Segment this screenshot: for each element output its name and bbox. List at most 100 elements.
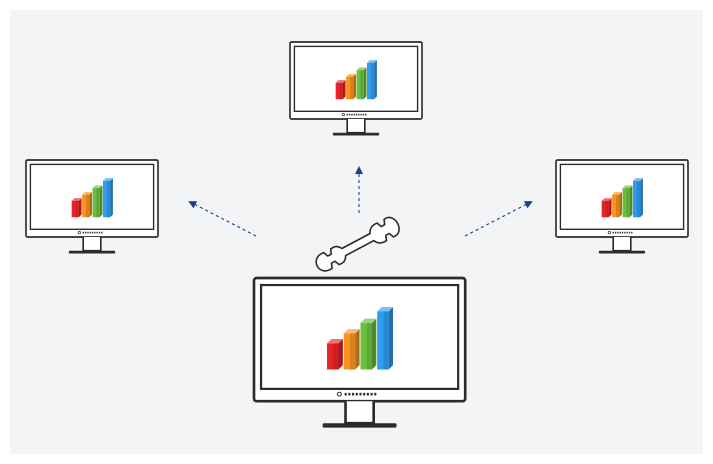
bezel-button [355, 392, 358, 396]
bezel-button [614, 231, 617, 234]
bezel-button [87, 231, 89, 234]
chart-bar-shade [350, 333, 356, 370]
chart-bar-side [363, 67, 367, 100]
chart-bar-top [633, 178, 643, 181]
monitor-stand-neck [612, 237, 632, 252]
chart-bar-side [99, 185, 103, 218]
chart-bar [377, 311, 389, 370]
chart-bar [622, 188, 630, 218]
chart-bar-side [388, 307, 394, 370]
bezel-button [358, 113, 360, 116]
chart-bar-shade [75, 200, 79, 218]
bezel-button [624, 231, 626, 234]
chart-bar-shade [370, 62, 375, 100]
chart-bar-top [103, 178, 113, 181]
monitor-screen [259, 283, 460, 390]
power-button [77, 231, 81, 235]
bezel-button [621, 231, 624, 234]
bezel-button [344, 392, 347, 396]
chart-bar [335, 82, 343, 100]
monitor-stand-base [322, 423, 397, 428]
chart-bar-top [360, 318, 377, 324]
chart-bar-side [371, 318, 377, 370]
monitor-screen [293, 45, 419, 112]
power-button [607, 231, 611, 235]
chart-bar-shade [616, 194, 620, 218]
chart-bar-top [71, 198, 82, 201]
bezel-button [628, 231, 631, 234]
chart-bar [346, 76, 354, 100]
bezel-button [82, 231, 84, 234]
chart-bar-shade [605, 200, 609, 218]
bezel-button [91, 231, 94, 234]
chart-bar-shade [86, 194, 90, 218]
chart-bar-shade [350, 76, 354, 100]
bezel-button [84, 231, 87, 234]
chart-bar-side [338, 338, 343, 370]
monitor-body [252, 276, 467, 428]
bezel-button [89, 231, 91, 234]
chart-bar [92, 188, 100, 218]
bezel-button [351, 113, 353, 116]
bezel-button [365, 113, 367, 116]
chart-bar [367, 62, 375, 100]
right-monitor [555, 159, 689, 254]
bezel-button [374, 392, 377, 396]
bezel-button [96, 231, 98, 234]
bezel-button [363, 392, 366, 396]
bezel-button [360, 113, 362, 116]
monitor-body [25, 159, 159, 254]
chart-bar [82, 194, 90, 218]
chart-bar-shade [626, 188, 630, 218]
bezel-button [355, 113, 358, 116]
arrow-to-right-monitor [464, 201, 533, 237]
chart-bar-shade [339, 82, 343, 100]
monitor-body [555, 159, 689, 254]
bezel-button [370, 392, 373, 396]
chart-bar-side [608, 198, 612, 218]
chart-bar [103, 180, 111, 218]
chart-bar-side [89, 191, 92, 218]
chart-bar [612, 194, 620, 218]
monitor-body [289, 41, 423, 136]
bezel-button [631, 231, 633, 234]
chart-bar-top [82, 191, 92, 195]
chart-bar-side [110, 178, 113, 218]
left-monitor [25, 159, 159, 254]
chart-bar-top [346, 73, 356, 77]
central-monitor [252, 276, 467, 428]
chart-bar-top [356, 67, 367, 71]
monitor-stand-base [598, 250, 646, 254]
power-button [336, 391, 342, 397]
bezel-button [619, 231, 621, 234]
chart-bar-side [78, 198, 82, 218]
chart-bar-shade [383, 311, 389, 370]
chart-bar-shade [96, 188, 100, 218]
chart-bar [356, 70, 364, 100]
chart-bar-shade [366, 323, 372, 370]
arrow-to-left-monitor [188, 201, 257, 237]
chart-bar-top [601, 198, 612, 201]
bezel-button [617, 231, 619, 234]
bezel-button [612, 231, 614, 234]
wrench-shape [315, 216, 400, 272]
chart-bar-side [629, 185, 633, 218]
chart-bar-side [353, 73, 356, 100]
bezel-button [353, 113, 355, 116]
chart-bar-side [342, 80, 346, 100]
power-button [341, 113, 345, 117]
bezel-button [346, 113, 348, 116]
chart-bar-shade [360, 70, 364, 100]
chart-bar-top [612, 191, 622, 195]
bezel-button [366, 392, 369, 396]
bezel-button [101, 231, 103, 234]
chart-bar [601, 200, 609, 218]
bezel-button [348, 113, 351, 116]
bezel-button [362, 113, 365, 116]
chart-bar-top [327, 338, 343, 344]
chart-bar-shade [333, 343, 339, 370]
monitor-stand-neck [344, 401, 375, 425]
chart-bar-shade [106, 180, 111, 218]
